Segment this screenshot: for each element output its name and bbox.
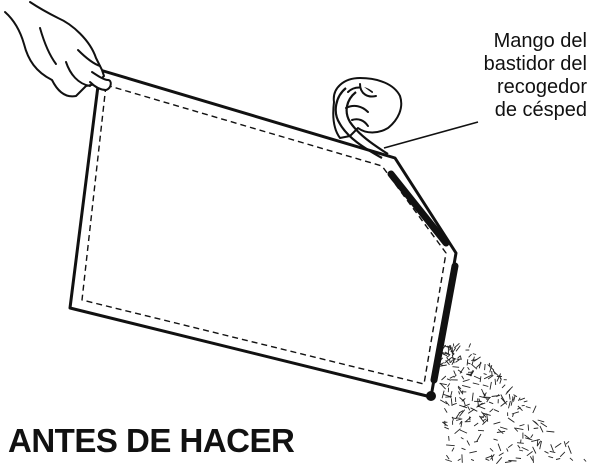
section-heading: ANTES DE HACER xyxy=(8,422,295,459)
grass-catcher-bag xyxy=(68,68,459,401)
handle-label: Mango del bastidor del recogedor de césp… xyxy=(387,30,587,122)
handle-label-line: recogedor xyxy=(496,76,587,98)
frame-handle xyxy=(334,87,389,159)
hand-icon xyxy=(4,1,112,98)
handle-label-line: Mango del xyxy=(493,30,587,52)
grass-clippings-icon xyxy=(435,342,587,464)
handle-label-line: bastidor del xyxy=(483,53,587,75)
handle-label-line: de césped xyxy=(494,99,587,121)
leader-line xyxy=(383,121,479,149)
